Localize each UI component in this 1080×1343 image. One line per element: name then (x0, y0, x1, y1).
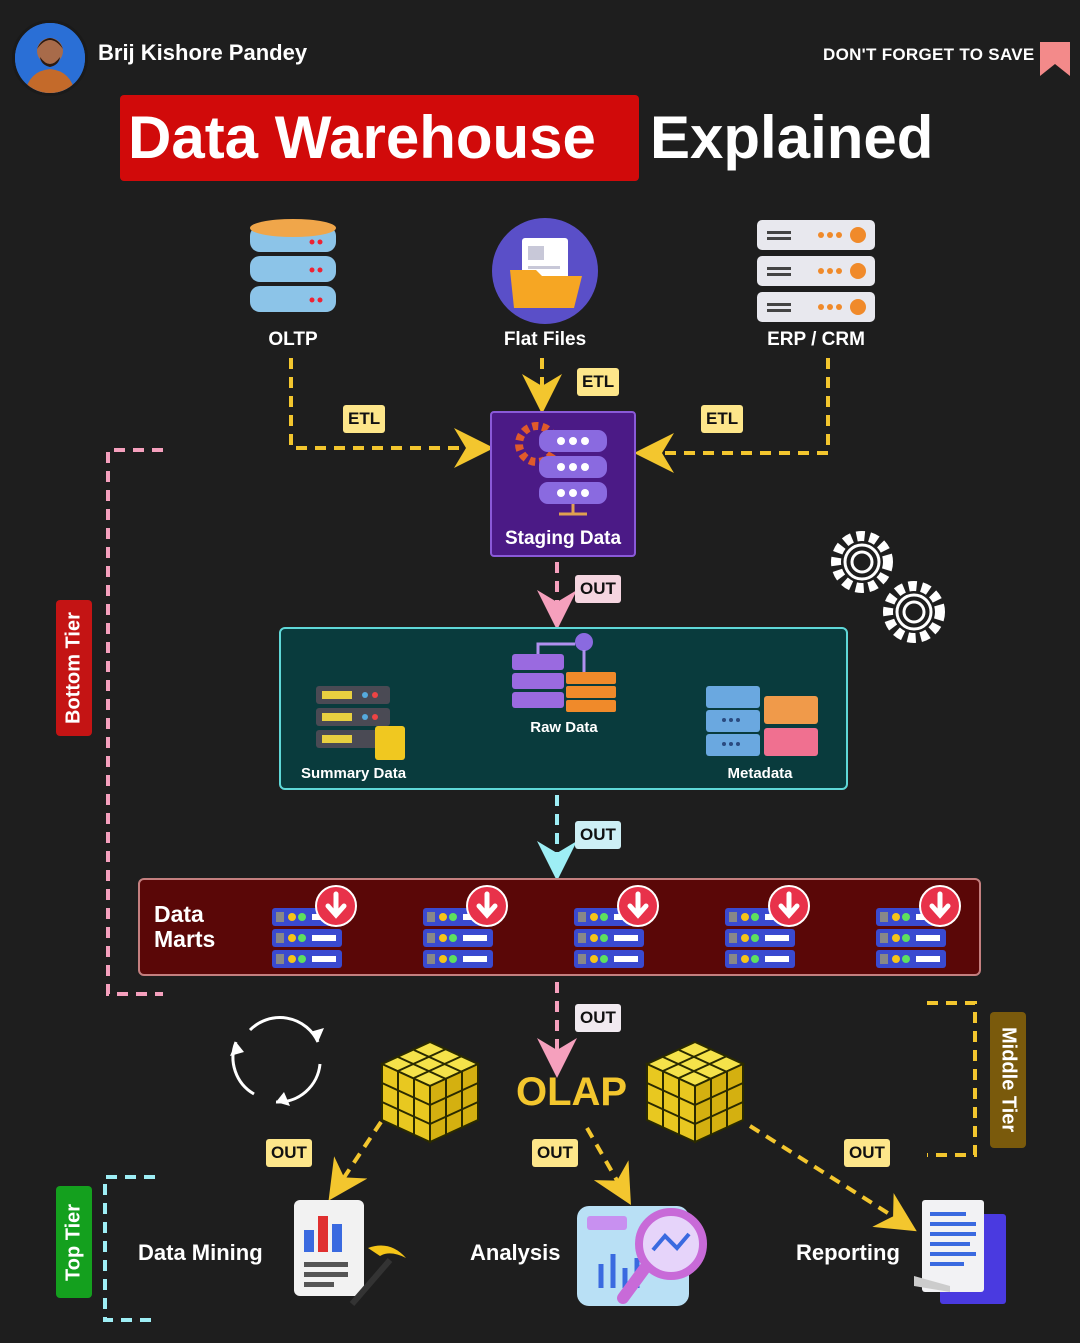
summary-data-label: Summary Data (301, 765, 407, 782)
data-mart-icon (423, 885, 508, 968)
save-reminder: DON'T FORGET TO SAVE (823, 45, 1035, 64)
etl-tag-left: ETL (343, 405, 386, 433)
middle-tier-label: Middle Tier (990, 1012, 1026, 1148)
report-pickaxe-icon (294, 1200, 406, 1306)
documents-icon (914, 1200, 1006, 1304)
data-mart-icon (574, 885, 659, 968)
etl-tag-right: ETL (701, 405, 744, 433)
staging-label: Staging Data (504, 528, 622, 549)
bottom-tier-label: Bottom Tier (56, 600, 92, 736)
title-highlight: Data Warehouse (128, 104, 596, 171)
olap-label: OLAP (516, 1070, 628, 1114)
author-name: Brij Kishore Pandey (98, 40, 308, 65)
title-highlight-box (120, 95, 639, 181)
data-marts-label: Data Marts (154, 902, 215, 952)
output-label-data-mining: Data Mining (138, 1240, 263, 1265)
metadata-label: Metadata (727, 765, 793, 782)
data-mart-icon (725, 885, 810, 968)
gears-icon (831, 531, 945, 643)
raw-data-label: Raw Data (530, 719, 598, 736)
folder-icon (492, 218, 598, 324)
title-rest: Explained (650, 104, 934, 171)
summary-data-icon (316, 686, 405, 760)
refresh-cycle-icon (230, 1016, 324, 1106)
data-marts-label-line1: Data (154, 901, 204, 927)
top-tier-label: Top Tier (56, 1186, 92, 1298)
magnifier-chart-icon (577, 1206, 707, 1306)
out-tag-warehouse: OUT (575, 821, 621, 849)
author-avatar (12, 20, 88, 96)
olap-cube-left-icon (380, 1040, 481, 1144)
out-tag-data-mining: OUT (266, 1139, 312, 1167)
data-mart-icon (272, 885, 357, 968)
server-rack-icon (757, 220, 875, 322)
output-label-reporting: Reporting (796, 1240, 900, 1265)
source-label-flat-files: Flat Files (503, 329, 587, 350)
source-label-erp-crm: ERP / CRM (767, 329, 865, 350)
database-icon (250, 219, 336, 312)
out-tag-reporting: OUT (844, 1139, 890, 1167)
output-label-analysis: Analysis (470, 1240, 561, 1265)
data-marts-box (138, 878, 981, 976)
metadata-icon (706, 686, 818, 756)
data-marts-label-line2: Marts (154, 926, 216, 952)
olap-cube-right-icon (645, 1040, 746, 1144)
out-tag-analysis: OUT (532, 1139, 578, 1167)
bookmark-icon[interactable] (1040, 42, 1070, 76)
etl-tag-center: ETL (577, 368, 620, 396)
out-tag-marts: OUT (575, 1004, 621, 1032)
raw-data-icon (512, 633, 616, 712)
source-label-oltp: OLTP (268, 329, 318, 350)
staging-server-icon (515, 422, 607, 516)
out-tag-staging: OUT (575, 575, 621, 603)
data-mart-icon (876, 885, 961, 968)
